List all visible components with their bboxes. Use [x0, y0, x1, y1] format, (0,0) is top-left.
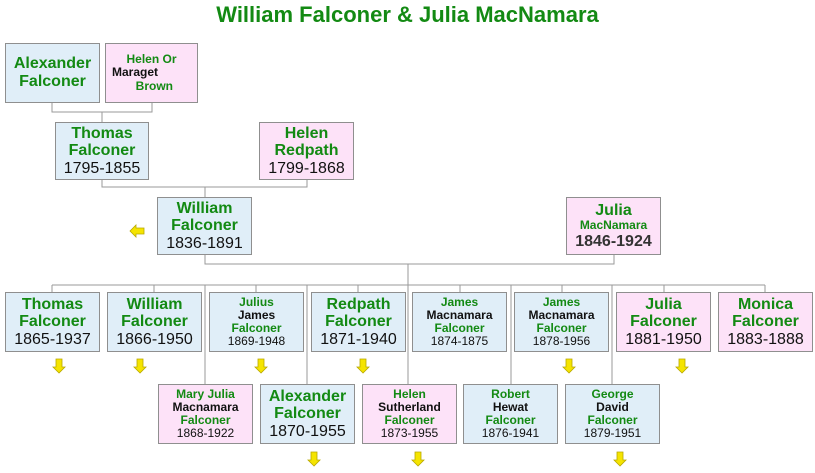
last-name: Falconer	[630, 313, 697, 331]
person-julia-macnamara[interactable]: Julia MacNamara 1846-1924	[566, 197, 661, 255]
person-redpath-falconer[interactable]: Redpath Falconer 1871-1940	[311, 292, 406, 352]
person-george-david-falconer[interactable]: George David Falconer 1879-1951	[565, 384, 660, 444]
arrow-down-icon[interactable]	[410, 451, 426, 467]
life-dates: 1846-1924	[575, 232, 652, 250]
life-dates: 1795-1855	[63, 159, 141, 177]
life-dates: 1874-1875	[430, 334, 489, 349]
person-thomas-falconer-sr[interactable]: Thomas Falconer 1795-1855	[55, 122, 149, 180]
person-helen-sutherland-falconer[interactable]: Helen Sutherland Falconer 1873-1955	[362, 384, 457, 444]
first-name: James	[542, 294, 581, 309]
last-name: Falconer	[384, 413, 435, 427]
arrow-down-icon[interactable]	[51, 358, 67, 374]
first-name: Monica	[737, 295, 794, 313]
first-name: Julia	[595, 201, 632, 219]
last-name: Falconer	[231, 321, 282, 335]
last-name: Falconer	[536, 321, 587, 335]
middle-name: David	[596, 399, 629, 414]
person-alexander-falconer-sr[interactable]: Alexander Falconer	[5, 43, 100, 103]
last-name: Falconer	[485, 413, 536, 427]
life-dates: 1883-1888	[727, 330, 804, 348]
first-name: Julia	[645, 295, 682, 313]
last-name: Falconer	[274, 405, 341, 423]
arrow-down-icon[interactable]	[612, 451, 628, 467]
life-dates: 1870-1955	[269, 422, 346, 440]
arrow-down-icon[interactable]	[561, 358, 577, 374]
last-name: Falconer	[171, 217, 238, 235]
arrow-down-icon[interactable]	[132, 358, 148, 374]
life-dates: 1879-1951	[583, 426, 642, 441]
first-name: Thomas	[71, 124, 133, 142]
middle-name: Sutherland	[378, 399, 441, 414]
arrow-left-icon[interactable]	[129, 223, 145, 239]
last-name: Falconer	[325, 313, 392, 331]
person-william-falconer[interactable]: William Falconer 1836-1891	[157, 197, 252, 255]
life-dates: 1873-1955	[380, 426, 439, 441]
last-name: Falconer	[68, 142, 136, 160]
last-name: Falconer	[19, 313, 86, 331]
person-helen-redpath[interactable]: Helen Redpath 1799-1868	[259, 122, 354, 180]
life-dates: 1878-1956	[532, 334, 591, 349]
person-robert-hewat-falconer[interactable]: Robert Hewat Falconer 1876-1941	[463, 384, 558, 444]
last-name: Falconer	[180, 413, 231, 427]
last-name: Redpath	[274, 142, 339, 160]
person-william-falconer-jr[interactable]: William Falconer 1866-1950	[107, 292, 202, 352]
last-name: Falconer	[19, 73, 86, 90]
arrow-down-icon[interactable]	[355, 358, 371, 374]
middle-name: Macnamara	[426, 307, 493, 322]
person-mary-julia-macnamara-falconer[interactable]: Mary Julia Macnamara Falconer 1868-1922	[158, 384, 253, 444]
middle-name: Macnamara	[528, 307, 595, 322]
person-thomas-falconer[interactable]: Thomas Falconer 1865-1937	[5, 292, 100, 352]
middle-name: MacNamara	[579, 218, 648, 233]
arrow-down-icon[interactable]	[253, 358, 269, 374]
life-dates: 1871-1940	[320, 330, 397, 348]
first-name: Helen Or	[126, 52, 177, 67]
person-julia-falconer[interactable]: Julia Falconer 1881-1950	[616, 292, 711, 352]
life-dates: 1876-1941	[481, 426, 540, 441]
first-name: Alexander	[13, 55, 92, 73]
person-james-macnamara-falconer-1878[interactable]: James Macnamara Falconer 1878-1956	[514, 292, 609, 352]
person-alexander-falconer[interactable]: Alexander Falconer 1870-1955	[260, 384, 355, 444]
life-dates: 1869-1948	[227, 334, 286, 349]
middle-name: Macnamara	[172, 399, 239, 414]
arrow-down-icon[interactable]	[674, 358, 690, 374]
first-name: Robert	[491, 386, 530, 401]
first-name: Mary Julia	[176, 386, 235, 401]
person-helen-or-maraget-brown[interactable]: Helen Or Maraget Brown	[105, 43, 198, 103]
person-julius-james-falconer[interactable]: Julius James Falconer 1869-1948	[209, 292, 304, 352]
person-monica-falconer[interactable]: Monica Falconer 1883-1888	[718, 292, 813, 352]
life-dates: 1836-1891	[166, 234, 243, 252]
first-name: Thomas	[21, 295, 84, 313]
middle-name: James	[237, 307, 276, 322]
first-name: William	[126, 295, 183, 313]
last-name: Brown	[135, 78, 173, 93]
last-name: Falconer	[434, 321, 485, 335]
life-dates: 1866-1950	[116, 330, 193, 348]
last-name: Falconer	[121, 313, 188, 331]
first-name: Julius	[239, 294, 274, 309]
life-dates: 1868-1922	[176, 426, 235, 441]
first-name: Alexander	[268, 387, 347, 405]
chart-title: William Falconer & Julia MacNamara	[216, 2, 599, 27]
middle-name: Maraget	[112, 65, 159, 80]
first-name: Redpath	[326, 295, 391, 313]
last-name: Falconer	[587, 413, 638, 427]
life-dates: 1865-1937	[14, 330, 91, 348]
arrow-down-icon[interactable]	[306, 451, 322, 467]
first-name: George	[591, 386, 634, 401]
last-name: Falconer	[732, 313, 799, 331]
middle-name: Hewat	[492, 399, 529, 414]
person-james-macnamara-falconer-1874[interactable]: James Macnamara Falconer 1874-1875	[412, 292, 507, 352]
life-dates: 1881-1950	[625, 330, 702, 348]
first-name: James	[440, 294, 479, 309]
life-dates: 1799-1868	[268, 159, 345, 177]
first-name: Helen	[393, 386, 426, 401]
first-name: Helen	[284, 124, 329, 142]
first-name: William	[176, 199, 233, 217]
